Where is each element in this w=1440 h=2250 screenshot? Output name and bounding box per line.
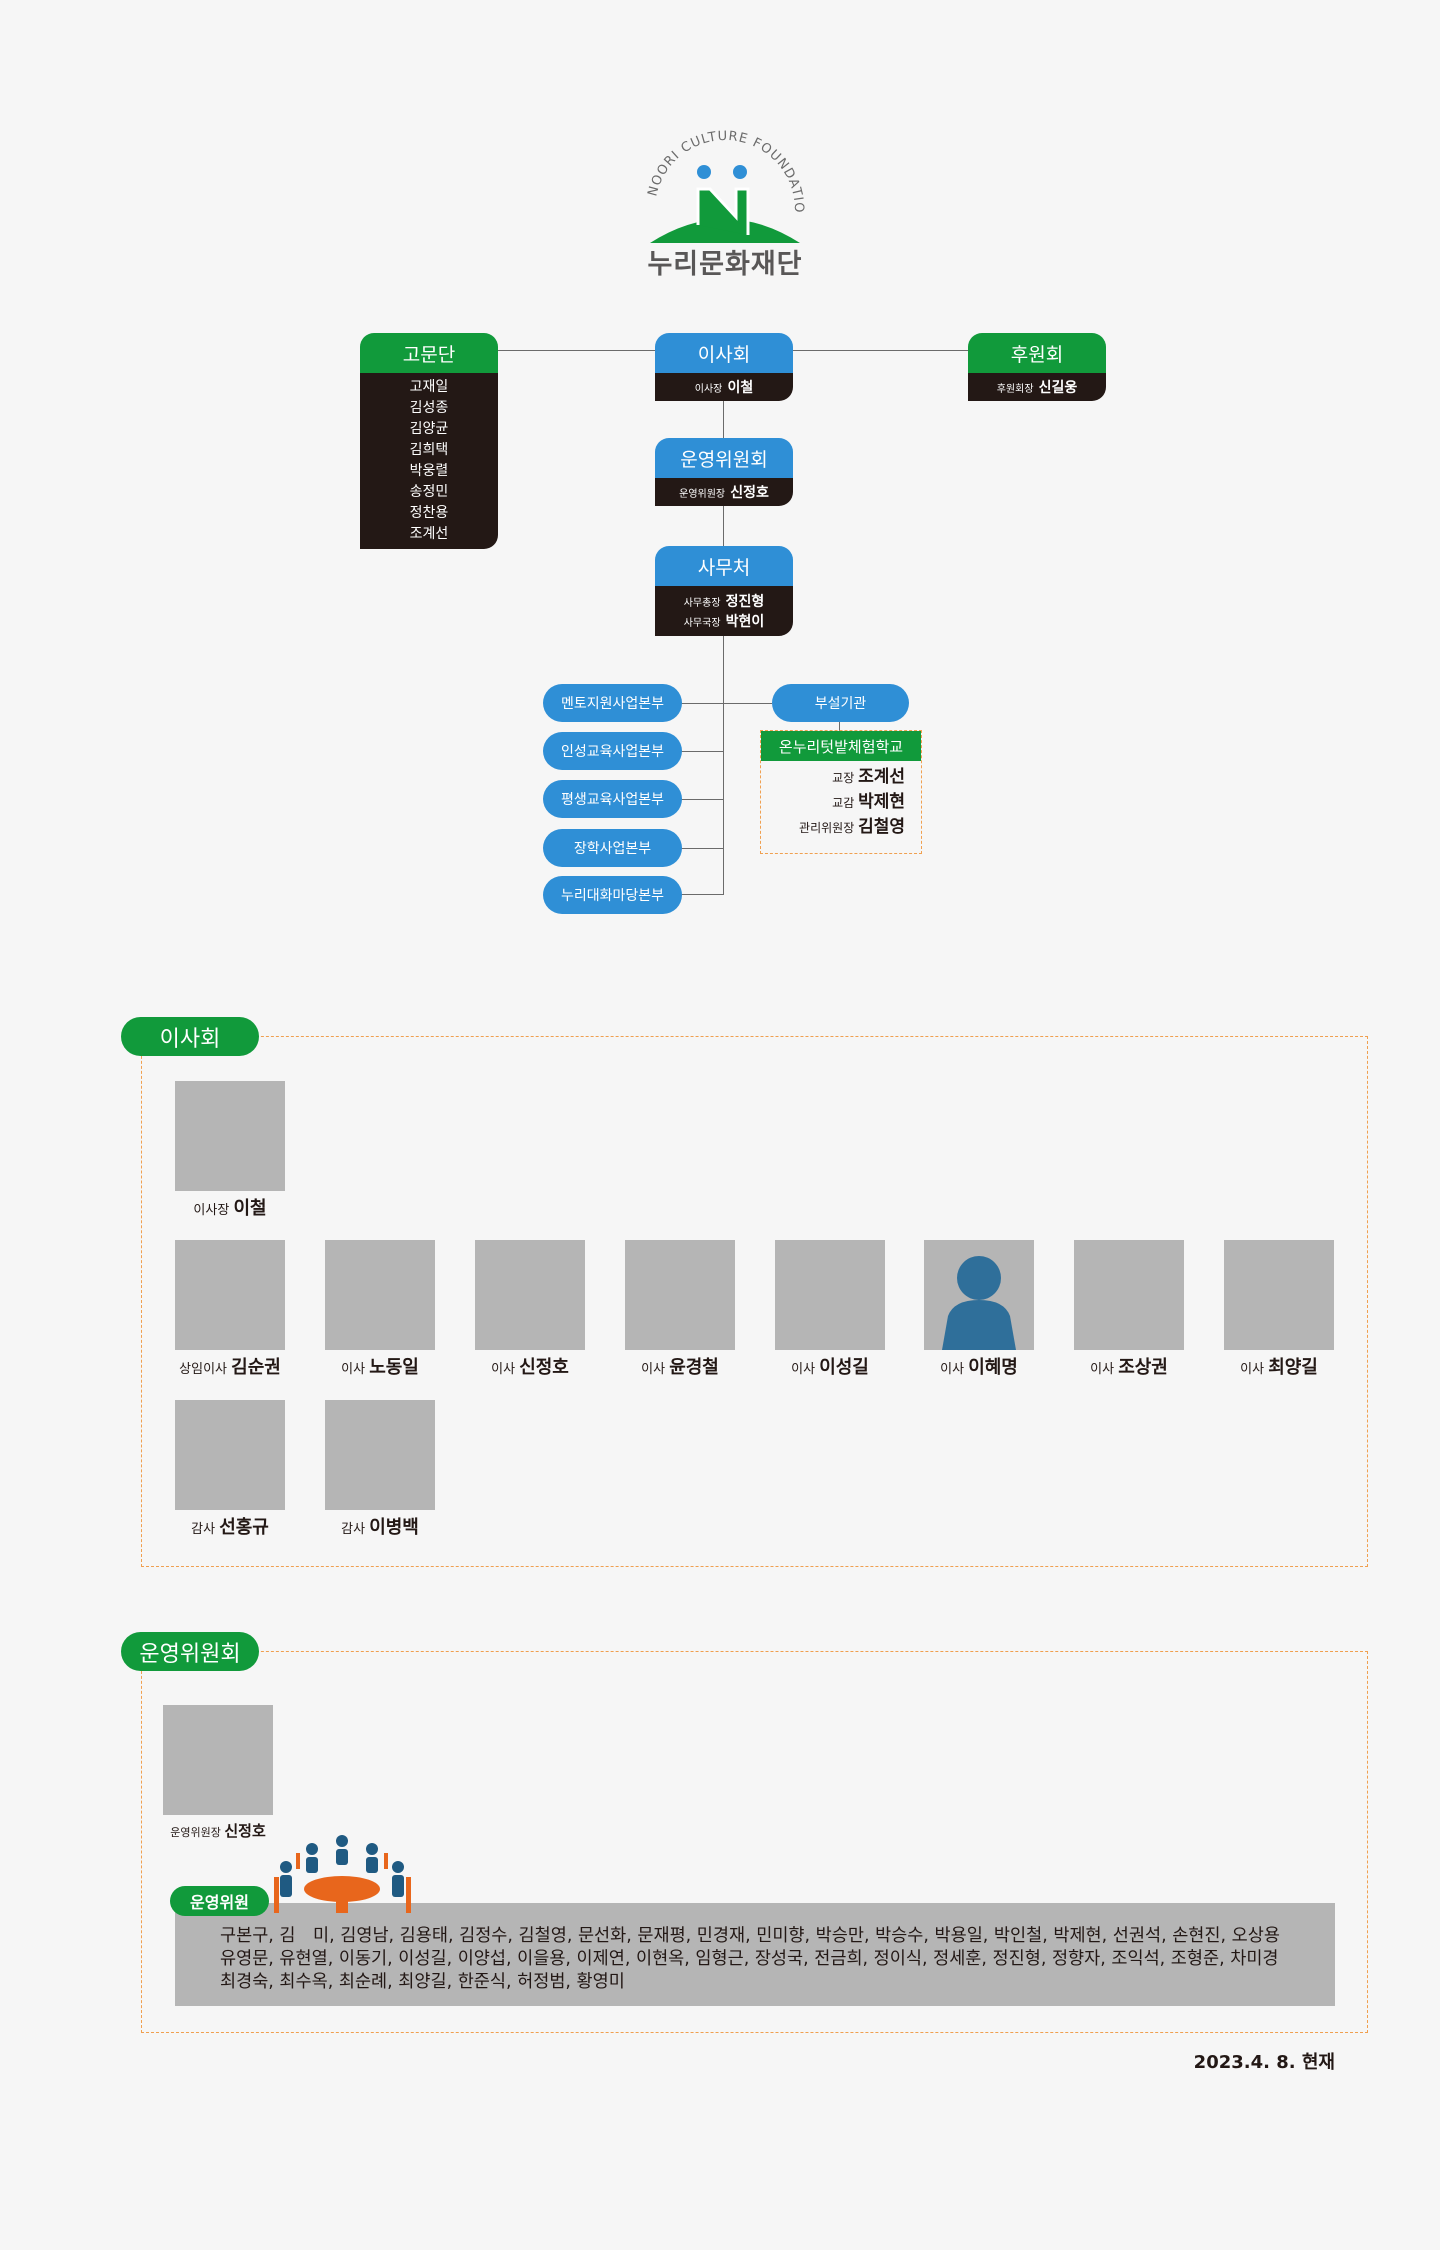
- board-title: 이사회: [655, 333, 793, 373]
- member-photo: [175, 1400, 285, 1510]
- member-photo: [163, 1705, 273, 1815]
- affiliate-school-box: 온누리텃밭체험학교 교장 조계선 교감 박제현 관리위원장 김철영: [760, 730, 922, 854]
- member-caption: 이사 신정호: [491, 1357, 569, 1378]
- office-title: 사무처: [655, 546, 793, 586]
- member-caption: 이사 이혜명: [940, 1357, 1018, 1378]
- school-role: 교장: [832, 771, 855, 785]
- office-role: 사무국장: [683, 618, 721, 629]
- svg-text:NOORI CULTURE FOUNDATION: NOORI CULTURE FOUNDATION: [640, 125, 806, 214]
- steering-name: 신정호: [730, 485, 769, 501]
- office-box: 사무처 사무총장 정진형 사무국장 박현이: [655, 546, 793, 636]
- logo-arc-text: NOORI CULTURE FOUNDATION: [640, 125, 805, 214]
- member-photo: [1224, 1240, 1334, 1350]
- steering-title: 운영위원회: [655, 438, 793, 478]
- list-item: 김양균: [409, 421, 449, 437]
- as-of-date: 2023.4. 8. 현재: [1193, 2052, 1335, 2073]
- foundation-logo-icon: NOORI CULTURE FOUNDATION: [640, 125, 806, 243]
- members-line: 최경숙, 최수옥, 최순례, 최양길, 한준식, 허정범, 황영미: [220, 1972, 625, 1992]
- member-caption: 이사 윤경철: [641, 1357, 719, 1378]
- committee-section-title: 운영위원회: [121, 1632, 259, 1671]
- advisors-members: 고재일 김성종 김양균 김희택 박웅렬 송정민 정찬용 조계선: [360, 373, 498, 549]
- board-box: 이사회 이사장 이철: [655, 333, 793, 401]
- list-item: 정찬용: [409, 505, 449, 521]
- members-line: 구본구, 김 미, 김영남, 김용태, 김정수, 김철영, 문선화, 문재평, …: [220, 1926, 1280, 1946]
- division-pill: 멘토지원사업본부: [543, 684, 682, 722]
- division-pill: 평생교육사업본부: [543, 780, 682, 818]
- school-title: 온누리텃밭체험학교: [761, 731, 921, 761]
- member-caption: 운영위원장 신정호: [170, 1822, 266, 1840]
- list-item: 박웅렬: [409, 463, 449, 479]
- division-pill: 누리대화마당본부: [543, 876, 682, 914]
- school-role: 관리위원장: [799, 821, 855, 835]
- member-photo: [325, 1240, 435, 1350]
- member-caption: 이사 조상권: [1090, 1357, 1168, 1378]
- member-photo: [625, 1240, 735, 1350]
- division-pill: 장학사업본부: [543, 829, 682, 867]
- division-pill: 인성교육사업본부: [543, 732, 682, 770]
- board-section-title: 이사회: [121, 1017, 259, 1056]
- list-item: 김성종: [409, 400, 449, 416]
- member-photo: [475, 1240, 585, 1350]
- school-name: 박제현: [858, 792, 905, 812]
- member-photo: [175, 1081, 285, 1191]
- sponsors-role: 후원회장: [996, 384, 1034, 395]
- member-photo: [325, 1400, 435, 1510]
- sponsors-name: 신길웅: [1038, 380, 1078, 396]
- member-caption: 감사 이병백: [341, 1517, 419, 1538]
- member-caption: 상임이사 김순권: [179, 1357, 281, 1378]
- school-role: 교감: [832, 796, 855, 810]
- member-photo: [1074, 1240, 1184, 1350]
- member-caption: 이사 최양길: [1240, 1357, 1318, 1378]
- member-caption: 이사장 이철: [193, 1198, 267, 1219]
- steering-role: 운영위원장: [679, 489, 726, 500]
- office-name: 박현이: [725, 614, 765, 630]
- member-photo: [175, 1240, 285, 1350]
- list-item: 김희택: [409, 442, 449, 458]
- committee-members-label: 운영위원: [170, 1886, 269, 1916]
- member-photo: [924, 1240, 1034, 1350]
- board-section-frame: [141, 1036, 1368, 1567]
- meeting-table-icon: [274, 1835, 411, 1913]
- sponsors-title: 후원회: [968, 333, 1106, 373]
- advisors-box: 고문단 고재일 김성종 김양균 김희택 박웅렬 송정민 정찬용 조계선: [360, 333, 498, 549]
- steering-box: 운영위원회 운영위원장 신정호: [655, 438, 793, 506]
- advisors-title: 고문단: [360, 333, 498, 373]
- logo-name: 누리문화재단: [647, 249, 803, 280]
- person-silhouette-icon: [942, 1256, 1016, 1350]
- office-role: 사무총장: [683, 598, 721, 609]
- list-item: 고재일: [409, 379, 449, 395]
- affiliate-pill: 부설기관: [772, 684, 909, 722]
- office-name: 정진형: [725, 594, 765, 610]
- members-line: 유영문, 유현열, 이동기, 이성길, 이양섭, 이을용, 이제연, 이현옥, …: [220, 1949, 1279, 1969]
- member-caption: 이사 노동일: [341, 1357, 419, 1378]
- board-role: 이사장: [694, 384, 723, 395]
- school-name: 김철영: [858, 817, 905, 837]
- committee-section-frame: [141, 1651, 1368, 2033]
- list-item: 조계선: [409, 526, 449, 542]
- sponsors-box: 후원회 후원회장 신길웅: [968, 333, 1106, 401]
- committee-members-panel: 구본구, 김 미, 김영남, 김용태, 김정수, 김철영, 문선화, 문재평, …: [175, 1903, 1335, 2006]
- member-caption: 이사 이성길: [791, 1357, 869, 1378]
- school-name: 조계선: [858, 767, 905, 787]
- list-item: 송정민: [409, 484, 449, 500]
- board-name: 이철: [727, 380, 754, 396]
- member-caption: 감사 선홍규: [191, 1517, 269, 1538]
- member-photo: [775, 1240, 885, 1350]
